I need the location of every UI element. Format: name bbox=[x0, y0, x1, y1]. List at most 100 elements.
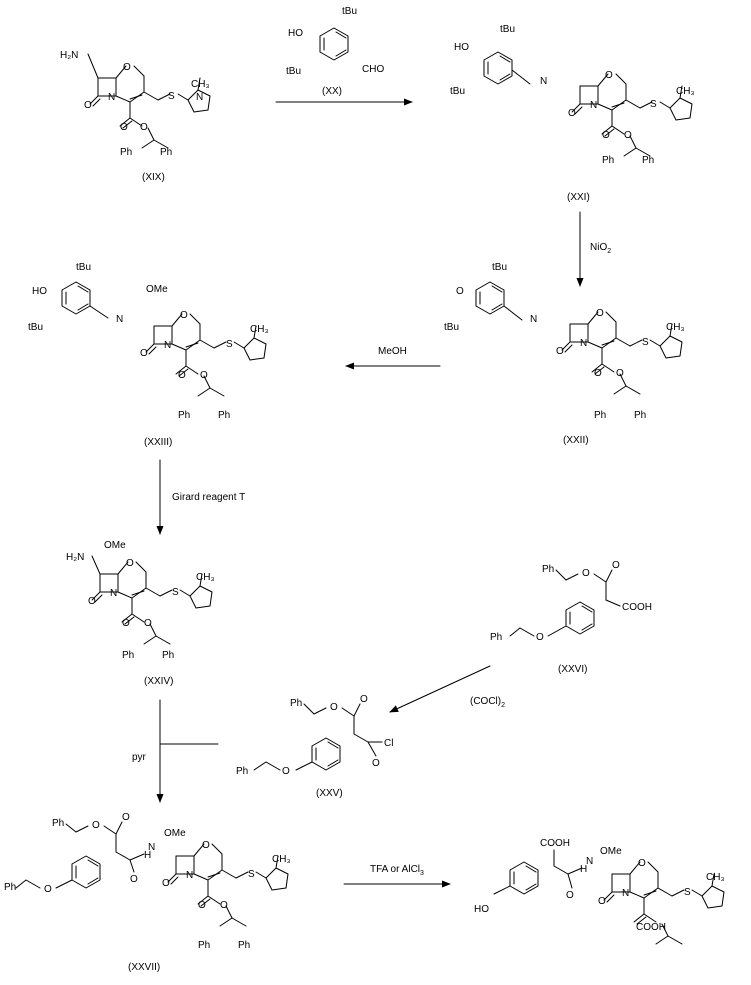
phenyl-label: Ph bbox=[490, 632, 502, 643]
hydroxyl-label: HO bbox=[288, 28, 303, 39]
hydroxyl-label: HO bbox=[474, 904, 489, 915]
atom-s: S bbox=[684, 887, 691, 898]
atom-n: N bbox=[196, 92, 203, 103]
reagent-girard: Girard reagent T bbox=[172, 492, 245, 503]
compound-xix: H₂N N O O S CH₃ N O O Ph Ph (XIX) bbox=[60, 50, 211, 183]
amide-n-label: N bbox=[148, 842, 155, 853]
hydroxyl-label: HO bbox=[32, 286, 47, 297]
atom-o: O bbox=[44, 884, 52, 895]
atom-s: S bbox=[168, 91, 175, 102]
methyl-label: CH₃ bbox=[191, 79, 210, 90]
atom-o-ring: O bbox=[202, 840, 210, 851]
tbu-label: tBu bbox=[500, 24, 515, 35]
atom-o: O bbox=[198, 900, 206, 911]
phenyl-label: Ph bbox=[162, 650, 174, 661]
amide-h-label: H bbox=[144, 850, 151, 861]
atom-o-ring: O bbox=[126, 558, 134, 569]
atom-o-ring: O bbox=[180, 310, 188, 321]
compound-xxi: tBu HO tBu N N O O S CH₃ O O Ph Ph (XXI) bbox=[450, 24, 695, 203]
reagent-nio2: NiO2 bbox=[590, 242, 611, 255]
phenyl-label: Ph bbox=[290, 698, 302, 709]
atom-o: O bbox=[120, 122, 128, 133]
atom-o: O bbox=[140, 348, 148, 359]
atom-s: S bbox=[248, 869, 255, 880]
atom-o: O bbox=[88, 596, 96, 607]
atom-o: O bbox=[582, 568, 590, 579]
atom-o: O bbox=[360, 694, 368, 705]
phenyl-label: Ph bbox=[4, 882, 16, 893]
reagent-tfa: TFA or AlCl3 bbox=[370, 864, 424, 877]
atom-o: O bbox=[602, 130, 610, 141]
atom-o: O bbox=[122, 618, 130, 629]
methyl-label: CH₃ bbox=[272, 854, 291, 865]
phenyl-label: Ph bbox=[120, 147, 132, 158]
arrow-xxvi-to-xxv bbox=[389, 665, 491, 713]
methyl-label: CH₃ bbox=[706, 872, 725, 883]
compound-xxii: tBu O tBu N N O O S CH₃ O O Ph Ph (XXII) bbox=[444, 262, 685, 446]
atom-n: N bbox=[110, 588, 117, 599]
acid-label: COOH bbox=[636, 922, 666, 933]
hydroxyl-label: HO bbox=[454, 42, 469, 53]
atom-o: O bbox=[330, 702, 338, 713]
atom-o: O bbox=[122, 812, 130, 823]
tbu-label: tBu bbox=[28, 322, 43, 333]
compound-label-xxvii: (XXVII) bbox=[128, 962, 160, 973]
methoxy-label: OMe bbox=[164, 828, 186, 839]
methoxy-label: OMe bbox=[146, 284, 168, 295]
atom-o: O bbox=[566, 890, 574, 901]
compound-label-xx: (XX) bbox=[322, 86, 342, 97]
aldehyde-label: CHO bbox=[362, 64, 384, 75]
reagent-cocl2: (COCl)2 bbox=[470, 696, 505, 709]
compound-label-xxv: (XXV) bbox=[316, 788, 343, 799]
compound-label-xxvi: (XXVI) bbox=[558, 664, 587, 675]
compound-label-xxiv: (XXIV) bbox=[144, 676, 173, 687]
atom-o: O bbox=[612, 560, 620, 571]
methyl-label: CH₃ bbox=[196, 572, 215, 583]
atom-o: O bbox=[598, 896, 606, 907]
compound-product: COOH O H N HO OMe N O O S CH₃ COOH bbox=[474, 838, 725, 945]
phenyl-label: Ph bbox=[634, 410, 646, 421]
atom-o-ring: O bbox=[605, 70, 613, 81]
atom-n: N bbox=[186, 870, 193, 881]
phenyl-label: Ph bbox=[594, 410, 606, 421]
atom-o-ring: O bbox=[123, 62, 131, 73]
atom-o: O bbox=[556, 346, 564, 357]
compound-label-xxi: (XXI) bbox=[567, 192, 590, 203]
atom-n: N bbox=[590, 100, 597, 111]
methyl-label: CH₃ bbox=[676, 86, 695, 97]
amide-n-label: N bbox=[586, 856, 593, 867]
quinone-o: O bbox=[456, 286, 464, 297]
phenyl-label: Ph bbox=[238, 940, 250, 951]
compound-label-xxii: (XXII) bbox=[563, 435, 589, 446]
compound-xxvi: Ph O O COOH O Ph (XXVI) bbox=[490, 560, 652, 675]
atom-s: S bbox=[642, 337, 649, 348]
compound-xxiv: H₂N OMe N O O S CH₃ O O Ph Ph (XXIV) bbox=[66, 540, 215, 687]
tbu-label: tBu bbox=[342, 6, 357, 17]
atom-o: O bbox=[594, 368, 602, 379]
compound-label-xix: (XIX) bbox=[142, 172, 165, 183]
atom-n: N bbox=[164, 340, 171, 351]
atom-o: O bbox=[162, 878, 170, 889]
amine-label: H₂N bbox=[66, 552, 84, 563]
acid-label: COOH bbox=[540, 838, 570, 849]
atom-o-ring: O bbox=[596, 308, 604, 319]
tbu-label: tBu bbox=[444, 322, 459, 333]
phenyl-label: Ph bbox=[178, 410, 190, 421]
atom-o: O bbox=[178, 370, 186, 381]
amine-label: H₂N bbox=[60, 50, 78, 61]
atom-o: O bbox=[92, 820, 100, 831]
atom-o-ring: O bbox=[638, 858, 646, 869]
atom-s: S bbox=[172, 587, 179, 598]
amide-h-label: H bbox=[580, 864, 587, 875]
atom-o: O bbox=[140, 122, 148, 133]
compound-xx: tBu HO tBu CHO (XX) bbox=[286, 6, 384, 97]
atom-o: O bbox=[282, 766, 290, 777]
atom-o: O bbox=[200, 370, 208, 381]
tbu-label: tBu bbox=[76, 262, 91, 273]
tbu-label: tBu bbox=[450, 86, 465, 97]
imine-n: N bbox=[540, 76, 547, 87]
compound-xxvii: Ph O O O H N O Ph OMe N O O S CH₃ O O Ph… bbox=[4, 812, 291, 973]
imine-n: N bbox=[116, 314, 123, 325]
atom-o: O bbox=[84, 100, 92, 111]
